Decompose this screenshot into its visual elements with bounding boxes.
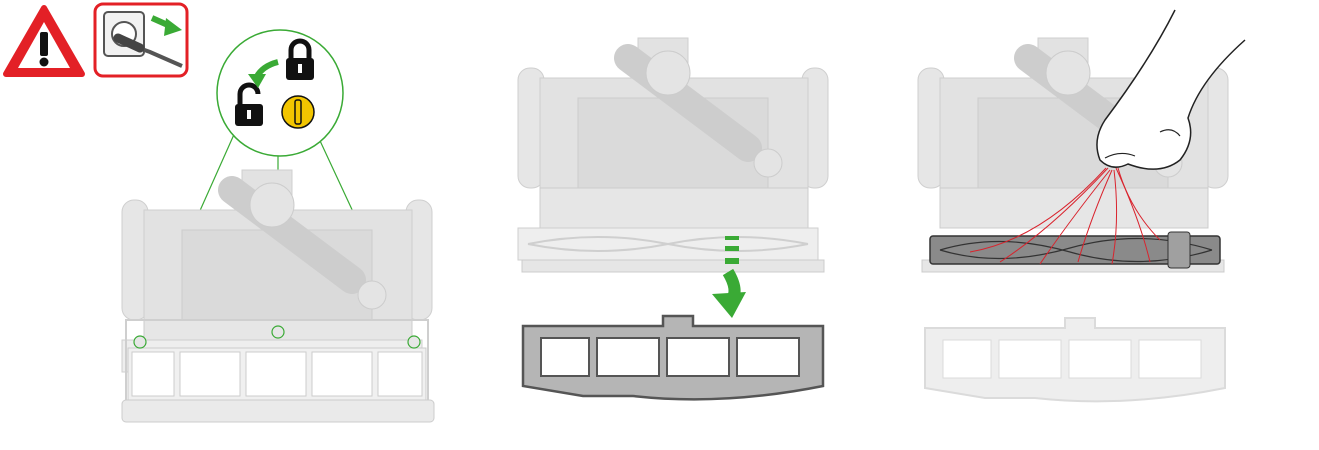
step-1-panel bbox=[6, 4, 434, 422]
screw-left bbox=[134, 336, 146, 348]
screw-center bbox=[272, 326, 284, 338]
soleplate-removed bbox=[523, 316, 823, 399]
screw-right bbox=[408, 336, 420, 348]
cleaner-head-open bbox=[518, 38, 828, 272]
step-2-panel bbox=[518, 38, 828, 399]
step-3-panel bbox=[918, 10, 1245, 401]
unplug-icon bbox=[95, 4, 187, 76]
cleaner-head-assembled bbox=[122, 170, 434, 422]
brush-bar bbox=[930, 232, 1220, 268]
soleplate-faded bbox=[925, 318, 1225, 401]
coin-icon bbox=[282, 96, 314, 128]
warning-icon bbox=[6, 8, 82, 74]
